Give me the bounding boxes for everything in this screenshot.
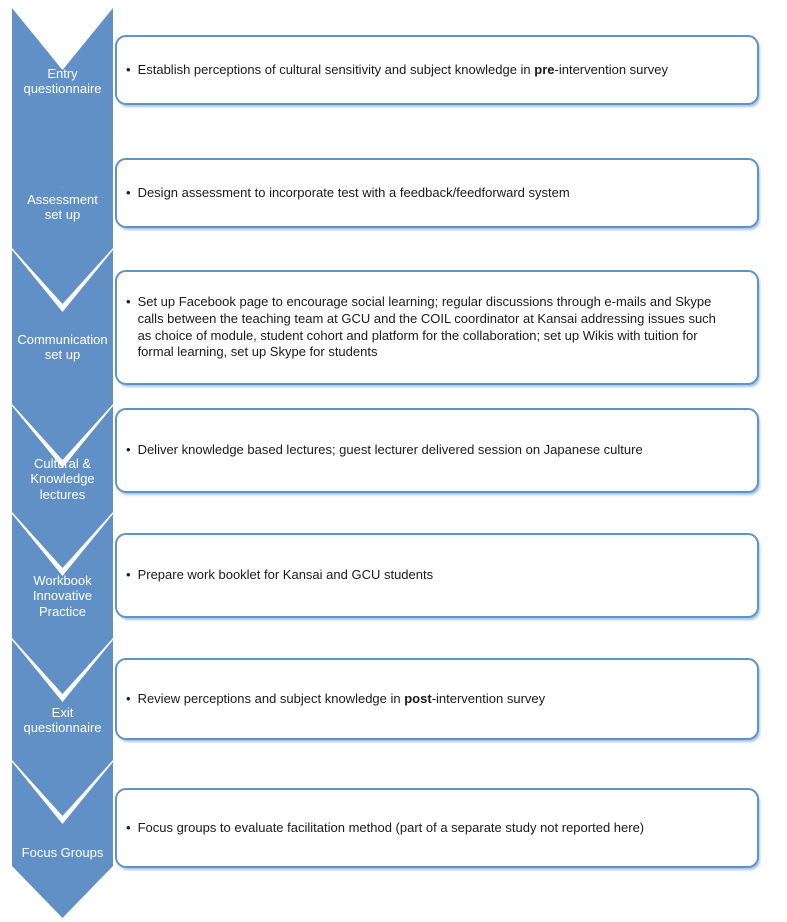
bullet-text: Establish perceptions of cultural sensit… — [137, 61, 668, 77]
chevron-label: Communication set up — [17, 331, 108, 362]
step-bullet: • Set up Facebook page to encourage soci… — [117, 294, 757, 361]
chevron-label: Assessment set up — [27, 191, 98, 222]
bullet-marker: • — [126, 690, 131, 706]
bullet-marker: • — [126, 819, 131, 835]
chevron-label: Entry questionnaire — [23, 65, 102, 96]
bullet-marker: • — [126, 184, 131, 200]
bullet-text: Prepare work booklet for Kansai and GCU … — [137, 567, 434, 583]
bullet-marker: • — [126, 442, 131, 458]
step-bullet: • Prepare work booklet for Kansai and GC… — [117, 567, 459, 584]
bullet-text: Review perceptions and subject knowledge… — [137, 690, 546, 706]
bullet-text: Set up Facebook page to encourage social… — [137, 294, 716, 360]
step-box-workbook-innovative-practice: • Prepare work booklet for Kansai and GC… — [115, 533, 759, 618]
step-bullet: • Review perceptions and subject knowled… — [117, 691, 571, 708]
step-box-entry-questionnaire: • Establish perceptions of cultural sens… — [115, 35, 759, 105]
bullet-text: Focus groups to evaluate facilitation me… — [137, 819, 645, 835]
step-box-communication-set-up: • Set up Facebook page to encourage soci… — [115, 270, 759, 385]
chevron-label: Exit questionnaire — [23, 704, 102, 735]
bullet-text: Design assessment to incorporate test wi… — [137, 184, 570, 200]
step-bullet: • Establish perceptions of cultural sens… — [117, 62, 694, 79]
bullet-text: Deliver knowledge based lectures; guest … — [137, 442, 643, 458]
chevron-label: Workbook Innovative Practice — [32, 573, 93, 619]
bullet-marker: • — [126, 61, 131, 77]
step-bullet: • Deliver knowledge based lectures; gues… — [117, 442, 669, 459]
step-bullet: • Focus groups to evaluate facilitation … — [117, 820, 670, 837]
chevron-label: Focus Groups — [21, 844, 104, 860]
bullet-marker: • — [126, 567, 131, 583]
step-bullet: • Design assessment to incorporate test … — [117, 185, 596, 202]
bullet-marker: • — [126, 294, 131, 310]
step-box-focus-groups: • Focus groups to evaluate facilitation … — [115, 788, 759, 868]
step-box-cultural-knowledge-lectures: • Deliver knowledge based lectures; gues… — [115, 408, 759, 493]
step-box-assessment-set-up: • Design assessment to incorporate test … — [115, 158, 759, 228]
step-box-exit-questionnaire: • Review perceptions and subject knowled… — [115, 658, 759, 740]
